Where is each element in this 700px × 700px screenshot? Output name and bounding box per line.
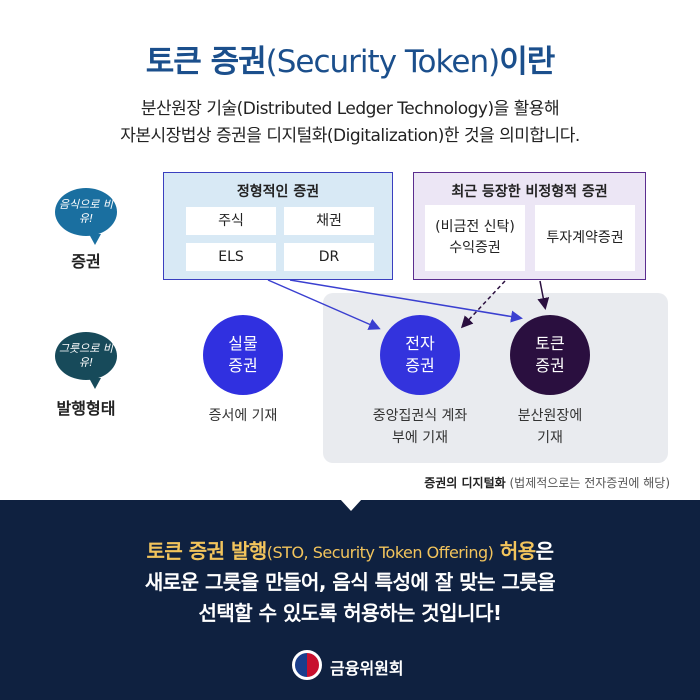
band-notch	[340, 499, 362, 511]
item-dr: DR	[284, 243, 374, 271]
sto-line: 토큰 증권 발행(STO, Security Token Offering) 허…	[146, 539, 554, 563]
physical-security-circle: 실물 증권	[203, 315, 283, 395]
fsc-logo-text: 금융위원회	[330, 659, 404, 678]
issuance-form-label: 발행형태	[56, 399, 116, 418]
item-stock: 주식	[186, 207, 276, 235]
item-bond: 채권	[284, 207, 374, 235]
page-title: 토큰 증권(Security Token)이란	[145, 44, 555, 80]
arrow-formal-to-electronic	[267, 279, 381, 330]
arrow-informal-to-electronic	[460, 280, 506, 329]
token-caption: 분산원장에 기재	[517, 408, 583, 447]
fsc-logo-icon	[292, 650, 322, 680]
item-beneficiary-cert: (비금전 신탁) 수익증권	[425, 205, 525, 271]
formal-title: 정형적인 증권	[236, 184, 320, 200]
bowl-bubble: 그릇으로 비유!	[55, 332, 117, 389]
informal-title: 최근 등장한 비정형적 증권	[451, 184, 608, 200]
explain-line-2: 새로운 그릇을 만들어, 음식 특성에 잘 맞는 그릇을	[144, 570, 556, 594]
physical-caption: 증서에 기재	[208, 408, 278, 424]
subtitle-line-1: 분산원장 기술(Distributed Ledger Technology)을 …	[140, 99, 560, 119]
bottom-band	[0, 500, 700, 700]
food-bubble: 음식으로 비유!	[55, 188, 117, 245]
arrow-informal-to-token	[537, 280, 550, 310]
item-investment-contract: 투자계약증권	[535, 205, 635, 271]
token-security-circle: 토큰 증권	[510, 315, 590, 395]
securities-label: 증권	[71, 252, 101, 271]
item-els: ELS	[186, 243, 276, 271]
formal-securities-box: 정형적인 증권 주식 채권 ELS DR	[163, 172, 393, 280]
digitalization-note: 증권의 디지털화 (법제적으로는 전자증권에 해당)	[424, 476, 670, 490]
explain-line-3: 선택할 수 있도록 허용하는 것입니다!	[198, 601, 502, 625]
electronic-security-circle: 전자 증권	[380, 315, 460, 395]
subtitle-line-2: 자본시장법상 증권을 디지털화(Digitalization)한 것을 의미합니…	[120, 126, 580, 146]
electronic-caption: 중앙집권식 계좌부에 기재	[372, 408, 468, 447]
arrow-formal-to-token	[289, 279, 523, 323]
informal-securities-box: 최근 등장한 비정형적 증권 (비금전 신탁) 수익증권 투자계약증권	[413, 172, 646, 280]
